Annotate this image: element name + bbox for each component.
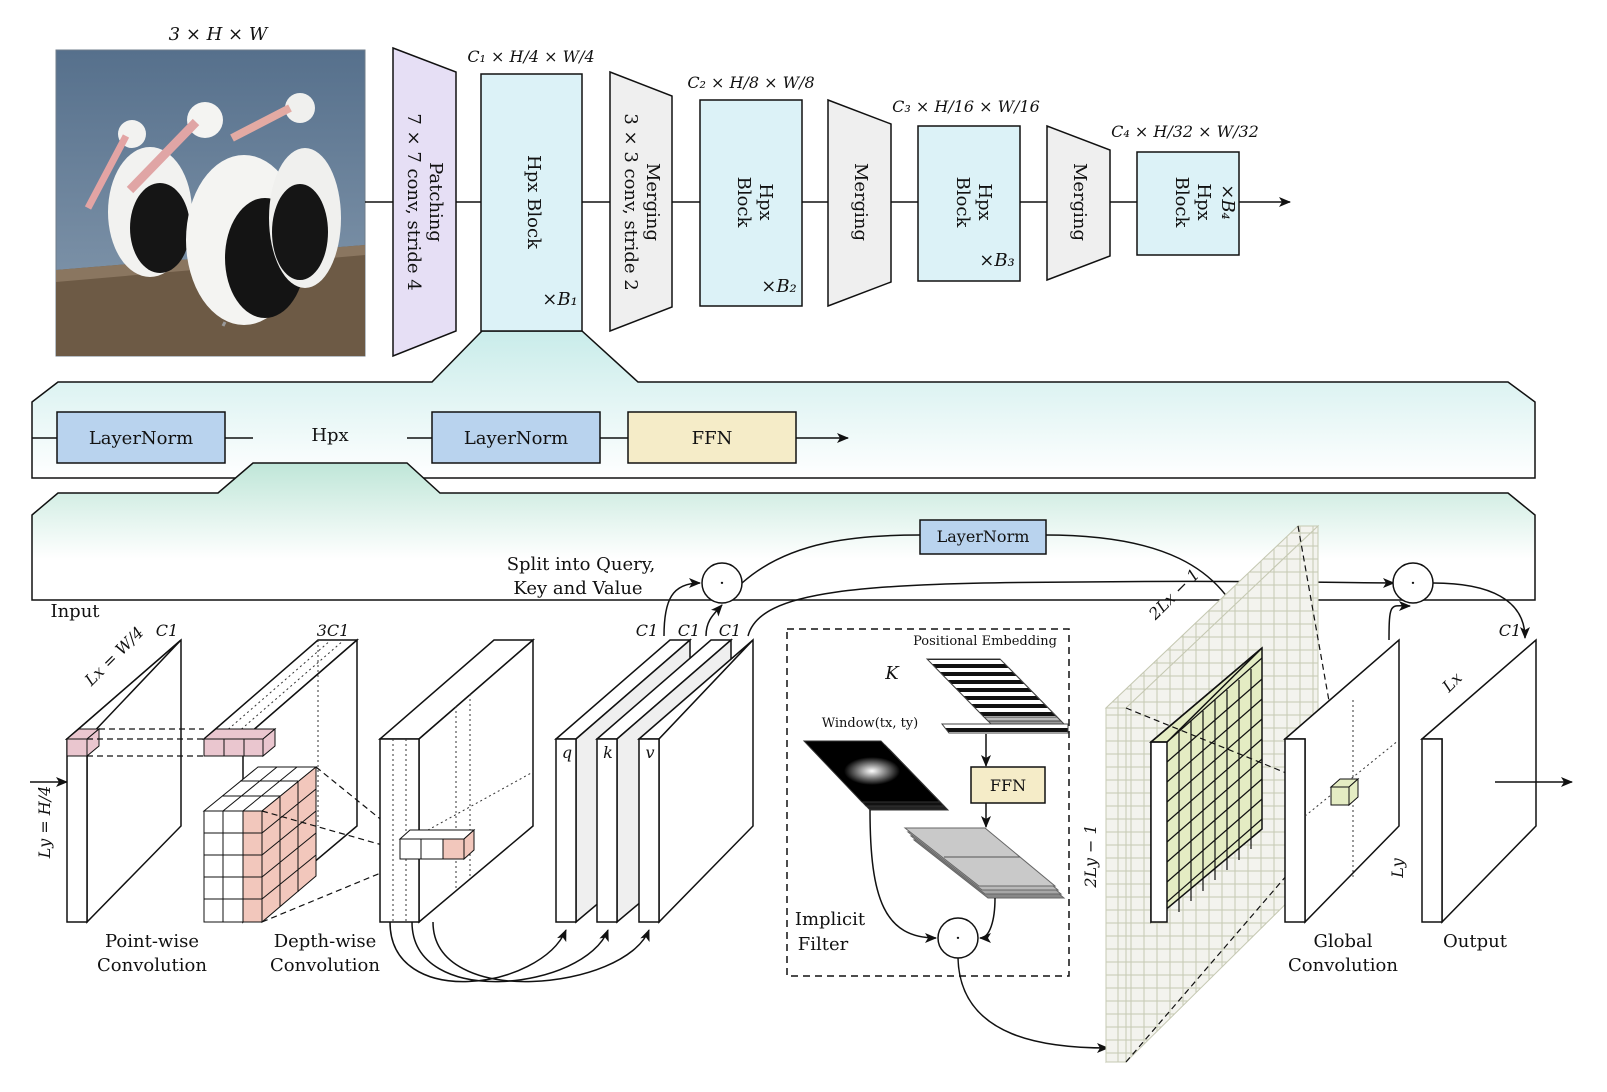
window-function-stack — [802, 740, 950, 811]
stage1-repeat: ×B₁ — [542, 289, 578, 310]
filter-output-stack — [903, 827, 1066, 899]
stage1-label: Hpx Block — [523, 155, 544, 250]
input-pink-patch — [65, 727, 101, 758]
input-image — [55, 49, 366, 357]
lx-out-label: Lx — [1438, 668, 1466, 696]
hpx-block-stage2 — [699, 99, 803, 307]
pointwise-label-2: Convolution — [97, 955, 207, 976]
positional-embedding-label: Positional Embedding — [913, 634, 1057, 649]
input-dims-label: 3 × H × W — [169, 24, 269, 45]
stage2-repeat: ×B₂ — [761, 276, 797, 297]
c1-label-input: C1 — [156, 621, 178, 640]
stage4-label-block: Block — [1171, 177, 1192, 229]
ffn-box — [627, 411, 797, 464]
multiply-node-filter-dot: · — [955, 928, 961, 949]
conv-output-highlight — [398, 828, 476, 861]
stage3-label: Hpx — [974, 183, 995, 220]
v-tensor — [636, 638, 754, 924]
stage2-dims: C₂ × H/8 × W/8 — [687, 73, 814, 92]
expanded-pink-patch — [202, 727, 277, 758]
v-label: v — [645, 743, 654, 762]
c1-label-v: C1 — [719, 621, 741, 640]
pointwise-label-1: Point-wise — [105, 931, 199, 952]
window-label: Window(tx, ty) — [822, 716, 918, 731]
merging2-label: Merging — [850, 163, 871, 241]
input-tensor — [64, 638, 182, 924]
ffn-detail-label: FFN — [990, 776, 1026, 795]
patching-label: Patching — [425, 162, 446, 242]
block-detail-band — [31, 330, 1536, 479]
stage4-label: Hpx — [1193, 183, 1214, 220]
split-label-1: Split into Query, — [507, 554, 656, 575]
hpx-label: Hpx — [311, 425, 348, 446]
c1-label-q: C1 — [636, 621, 658, 640]
c1-label-k: C1 — [678, 621, 700, 640]
split-arrows — [389, 921, 650, 983]
stage4-repeat: ×B₄ — [1217, 184, 1238, 220]
stage2-label: Hpx — [755, 183, 776, 220]
layernorm-box-2 — [431, 411, 601, 464]
stage1-dims: C₁ × H/4 × W/4 — [467, 47, 594, 66]
input-label: Input — [50, 601, 100, 622]
qkv-flow-curves — [663, 534, 1395, 649]
merging-trapezoid-1 — [609, 70, 673, 333]
ly-out-label: Ly — [1388, 857, 1407, 878]
positional-embedding-stack — [925, 658, 1069, 734]
multiply-node-qk-dot: · — [719, 573, 725, 594]
k-label: k — [603, 743, 613, 762]
multiply-node-output-dot: · — [1410, 573, 1416, 594]
depthwise-label-2: Convolution — [270, 955, 380, 976]
depthwise-label-1: Depth-wise — [274, 931, 377, 952]
layernorm-1-label: LayerNorm — [89, 428, 193, 449]
stage2-label-block: Block — [733, 177, 754, 229]
implicit-label-1: Implicit — [795, 909, 866, 930]
conv-output-dots — [392, 694, 534, 922]
stage3-dims: C₃ × H/16 × W/16 — [892, 97, 1040, 116]
global-label-1: Global — [1314, 931, 1373, 952]
merging1-sub-label: 3 × 3 conv, stride 2 — [620, 113, 641, 290]
implicit-label-2: Filter — [798, 934, 849, 955]
filter-flow-curves — [869, 809, 1109, 1053]
hpx-block-stage1 — [480, 73, 583, 332]
merging-trapezoid-2 — [827, 98, 892, 308]
two-ly-label: 2Ly − 1 — [1081, 824, 1100, 888]
output-tensor — [1419, 638, 1537, 924]
patching-sub-label: 7 × 7 conv, stride 4 — [403, 113, 424, 290]
layernorm-box-detail — [919, 519, 1047, 555]
stage3-label-block: Block — [952, 177, 973, 229]
layernorm-2-label: LayerNorm — [464, 428, 568, 449]
hpx-detail-band — [31, 462, 1536, 601]
merging3-label: Merging — [1069, 163, 1090, 241]
hpx-block-stage4 — [1136, 151, 1240, 256]
three-c1-label: 3C1 — [317, 621, 350, 640]
projection-dashes — [87, 728, 204, 757]
multiply-to-output-curve — [1432, 582, 1530, 639]
k-label-embed: K — [884, 663, 900, 684]
depthwise-cube-grid — [202, 765, 318, 924]
global-label-2: Convolution — [1288, 955, 1398, 976]
global-conv-highlight — [1329, 777, 1360, 807]
ffn-label: FFN — [692, 428, 733, 449]
ly-label: Ly = H/4 — [35, 786, 54, 859]
hpx-block-stage3 — [917, 125, 1021, 282]
layernorm-box-1 — [56, 411, 226, 464]
global-to-multiply-curve — [1388, 600, 1411, 641]
expanded-tensor-dots — [216, 639, 345, 826]
layernorm-detail-label: LayerNorm — [937, 527, 1030, 546]
stage3-repeat: ×B₃ — [979, 250, 1015, 271]
merging-trapezoid-3 — [1046, 124, 1111, 282]
stage4-dims: C₄ × H/32 × W/32 — [1111, 122, 1259, 141]
ffn-box-detail — [970, 766, 1046, 804]
c1-label-output: C1 — [1499, 621, 1521, 640]
implicit-filter-box — [786, 628, 1070, 977]
q-label: q — [562, 743, 572, 762]
patching-trapezoid — [392, 46, 457, 358]
output-label: Output — [1443, 931, 1508, 952]
merging1-label: Merging — [642, 163, 663, 241]
split-label-2: Key and Value — [513, 578, 642, 599]
